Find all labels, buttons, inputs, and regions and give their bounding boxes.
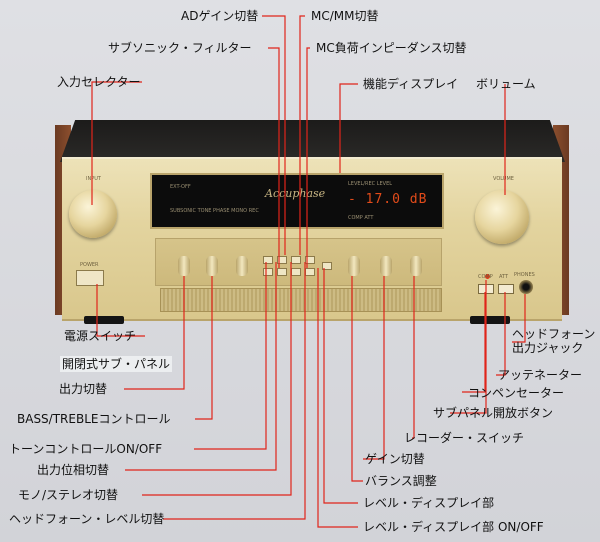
level-display-readout: - 17.0 dB	[348, 192, 428, 207]
level-label: LEVEL/REC LEVEL	[348, 181, 393, 187]
label-recorder-switch: レコーダー・スイッチ	[404, 431, 525, 445]
headphone-jack[interactable]	[519, 280, 533, 294]
gain-knob[interactable]	[380, 256, 392, 276]
sub-panel-open-button[interactable]	[485, 274, 490, 279]
label-headphone-level: ヘッドフォーン・レベル切替	[9, 512, 165, 526]
label-volume: ボリューム	[476, 77, 536, 91]
ad-gain-switch[interactable]	[263, 268, 273, 276]
phones-label: PHONES	[514, 272, 535, 278]
att-label: ATT	[499, 274, 509, 280]
volume-label: VOLUME	[493, 176, 514, 182]
mc-mm-switch[interactable]	[291, 268, 301, 276]
level-display-onoff-switch[interactable]	[322, 262, 332, 270]
power-label: POWER	[80, 262, 99, 268]
input-label: INPUT	[86, 176, 101, 182]
volume-knob[interactable]	[475, 190, 529, 244]
label-subsonic: サブソニック・フィルター	[108, 41, 252, 55]
mono-switch[interactable]	[291, 256, 301, 264]
input-selector-knob[interactable]	[69, 190, 117, 238]
label-input-selector: 入力セレクター	[57, 75, 141, 89]
label-bass-treble: BASS/TREBLEコントロール	[17, 412, 171, 426]
bass-knob[interactable]	[206, 256, 218, 276]
tone-switch[interactable]	[263, 256, 273, 264]
label-headphone-jack: ヘッドフォーン 出力ジャック	[512, 327, 596, 355]
label-attenuator: アッテネーター	[498, 368, 583, 382]
left-foot	[84, 316, 124, 324]
label-level-display: レベル・ディスプレイ部	[363, 496, 495, 510]
label-compensator: コンペンセーター	[468, 386, 565, 400]
label-mc-load: MC負荷インピーダンス切替	[316, 41, 467, 55]
mc-load-switch[interactable]	[305, 268, 315, 276]
recorder-knob[interactable]	[410, 256, 422, 276]
output-knob[interactable]	[178, 256, 190, 276]
label-mono-stereo: モノ/ステレオ切替	[18, 488, 119, 502]
label-function-display: 機能ディスプレイ	[363, 77, 459, 91]
right-foot	[470, 316, 510, 324]
headphone-level-switch[interactable]	[305, 256, 315, 264]
label-balance: バランス調整	[365, 474, 437, 488]
label-level-display-onoff: レベル・ディスプレイ部 ON/OFF	[363, 520, 544, 534]
label-tone-onoff: トーンコントロールON/OFF	[9, 442, 163, 456]
label-sub-panel: 開閉式サブ・パネル	[60, 356, 173, 372]
subsonic-switch[interactable]	[277, 268, 287, 276]
label-phase-switch: 出力位相切替	[37, 463, 110, 477]
label-output-switch: 出力切替	[59, 382, 108, 396]
attenuator-button[interactable]	[498, 284, 514, 294]
sub-panel-door[interactable]	[160, 288, 442, 312]
compensator-button[interactable]	[478, 284, 494, 294]
label-sub-panel-button: サブパネル開放ボタン	[433, 406, 554, 420]
comp-label: COMP	[478, 274, 493, 280]
label-power-switch: 電源スイッチ	[64, 329, 137, 343]
label-ad-gain: ADゲイン切替	[181, 9, 259, 23]
treble-knob[interactable]	[236, 256, 248, 276]
brand-logo: Accuphase	[265, 187, 326, 200]
function-display-window: EXT-OFF SUBSONIC TONE PHASE MONO REC Acc…	[150, 173, 444, 229]
power-button[interactable]	[76, 270, 104, 286]
phase-switch[interactable]	[277, 256, 287, 264]
balance-knob[interactable]	[348, 256, 360, 276]
amp-top-cover	[60, 120, 565, 162]
label-mc-mm: MC/MM切替	[311, 9, 379, 23]
label-gain-switch: ゲイン切替	[365, 452, 425, 466]
